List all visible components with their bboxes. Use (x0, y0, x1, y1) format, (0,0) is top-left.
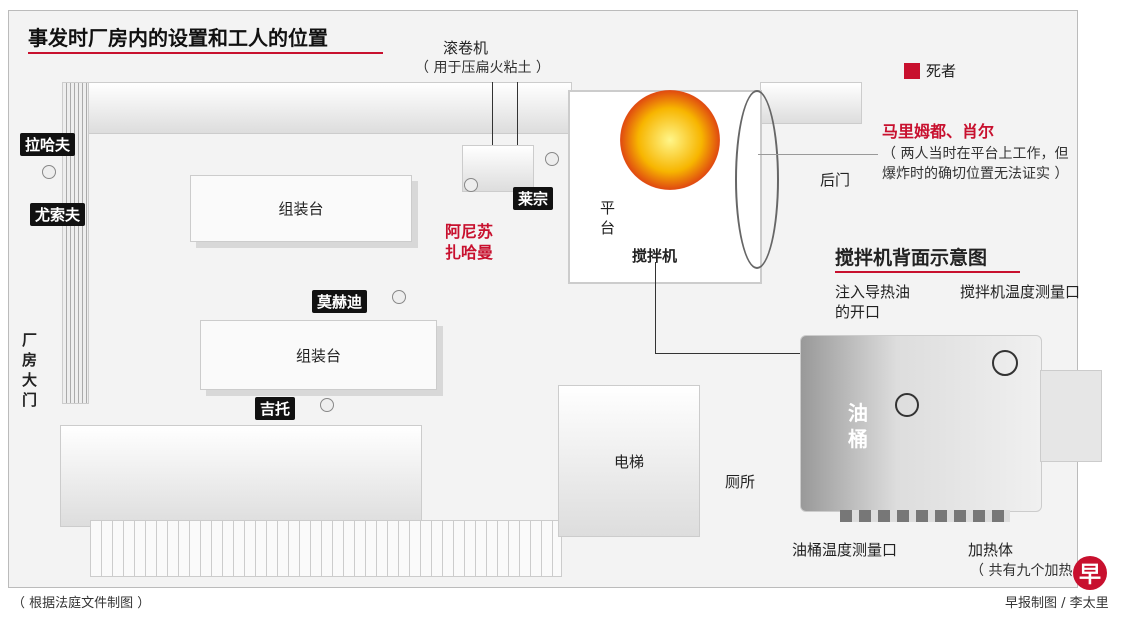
right-wall (760, 82, 862, 124)
worker-tag: 拉哈夫 (20, 133, 76, 156)
person-icon (392, 290, 406, 304)
heaters (840, 510, 1010, 522)
roller-label: 滚卷机 (443, 39, 489, 57)
victims-names: 马里姆都、肖尔 (882, 122, 995, 141)
victims-note-1: （ 两人当时在平台上工作，但 (882, 146, 1069, 162)
roller-note: （ 用于压扁火粘土 ） (415, 60, 550, 76)
assembly-table-2: 组装台 (200, 320, 437, 390)
elevator: 电梯 (558, 385, 700, 537)
mixer-temp-port (992, 350, 1018, 376)
toilet-label: 厕所 (725, 473, 756, 491)
oil-inlet-label-1: 注入导热油 (835, 283, 911, 301)
worker-tag: 莫赫迪 (312, 290, 368, 313)
heater-label: 加热体 (968, 541, 1014, 559)
roller-leader (492, 82, 493, 147)
oil-inlet-label-2: 的开口 (835, 303, 881, 321)
drum-label: 油 桶 (848, 401, 868, 451)
assembly-table-1: 组装台 (190, 175, 412, 242)
main-door-label: 厂房大门 (22, 331, 38, 409)
dead-worker-b: 扎哈曼 (445, 243, 494, 262)
legend-swatch (904, 63, 920, 79)
legend-label: 死者 (926, 62, 957, 80)
worker-tag: 莱宗 (513, 187, 554, 210)
victims-note-2: 爆炸时的确切位置无法证实 ） (882, 166, 1069, 182)
victim-ellipse (735, 90, 779, 269)
roller-leader (517, 82, 518, 147)
inset-title: 搅拌机背面示意图 (835, 247, 988, 269)
source-note: （ 根据法庭文件制图 ） (12, 596, 151, 611)
drum-temp-port (895, 393, 919, 417)
platform-label: 平 台 (600, 199, 616, 237)
bottom-wall (60, 425, 422, 527)
back-door-label: 后门 (820, 171, 851, 189)
heater-note: （ 共有九个加热 (970, 563, 1073, 579)
diagram-title: 事发时厂房内的设置和工人的位置 (28, 26, 328, 50)
top-wall (65, 82, 572, 134)
person-icon (545, 152, 559, 166)
victims-leader (758, 154, 878, 155)
person-icon (464, 178, 478, 192)
mixer-leader (655, 262, 656, 354)
person-icon (320, 398, 334, 412)
mixer-side (1040, 370, 1102, 462)
mixer-leader (655, 353, 800, 354)
drum-temp-label: 油桶温度测量口 (792, 541, 898, 559)
zaobao-logo: 早 (1073, 556, 1107, 590)
worker-tag: 吉托 (255, 397, 296, 420)
person-icon (42, 165, 56, 179)
title-underline (28, 52, 383, 54)
explosion (620, 90, 720, 190)
credit: 早报制图 / 李太里 (1005, 596, 1109, 611)
mixer-temp-label: 搅拌机温度测量口 (960, 283, 1081, 301)
inset-underline (835, 271, 1020, 273)
left-wall (62, 82, 89, 404)
mixer-label: 搅拌机 (632, 247, 678, 265)
bottom-stairs (90, 520, 562, 577)
dead-worker-a: 阿尼苏 (445, 222, 494, 241)
worker-tag: 尤索夫 (30, 203, 86, 226)
